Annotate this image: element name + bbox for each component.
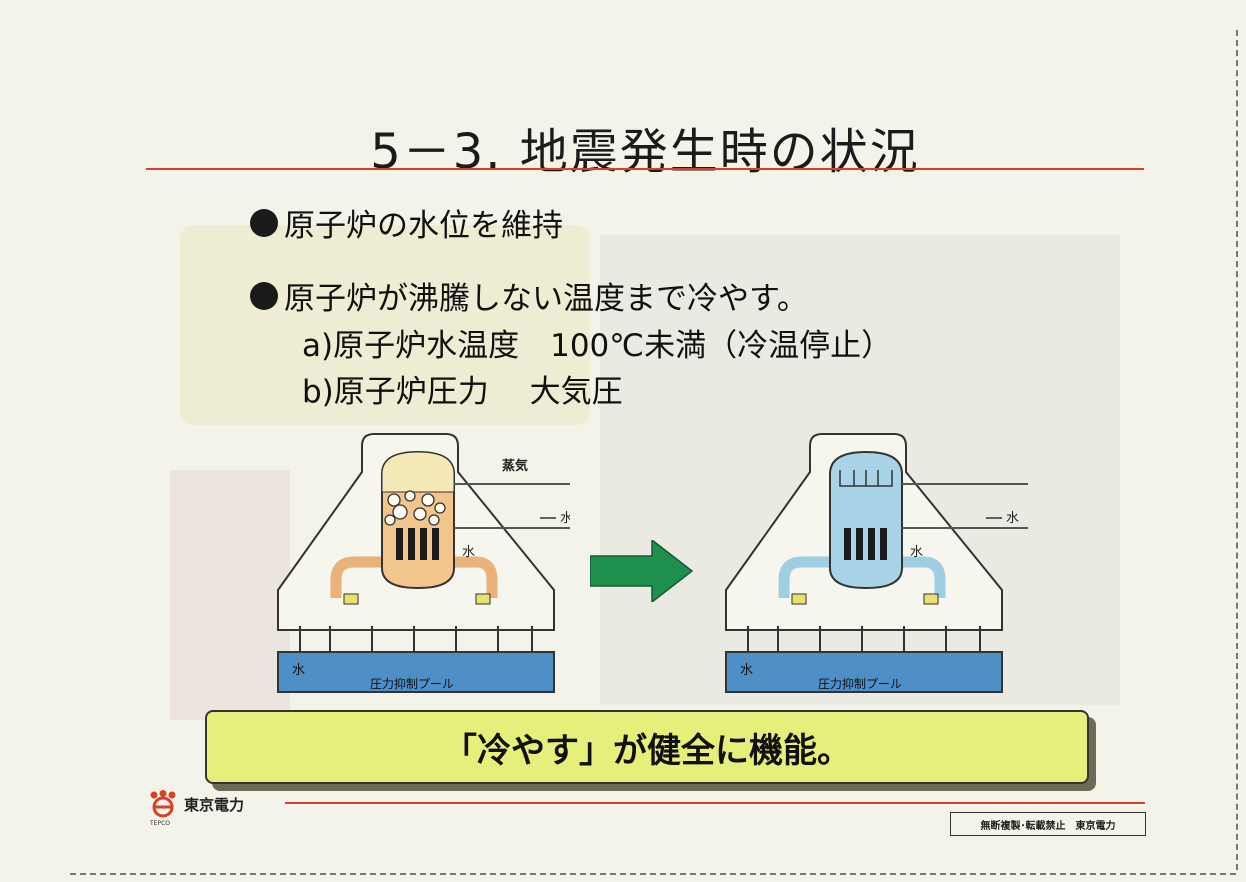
label-pool: 圧力抑制プール — [370, 676, 454, 691]
footer-rule — [285, 802, 1145, 804]
label-pool-water: 水 — [740, 663, 753, 678]
company-logo: 東京電力 — [148, 790, 244, 818]
bullet-text-1: 原子炉の水位を維持 — [284, 208, 563, 244]
sub-item-b: b)原子炉圧力 大気圧 — [302, 374, 623, 410]
label-water-vessel: 水 — [462, 545, 475, 560]
page-title: 5－3. 地震発生時の状況 — [370, 124, 920, 180]
suppression-pool — [277, 651, 555, 693]
bleed-through-shadow — [180, 225, 590, 425]
company-name: 東京電力 — [184, 795, 245, 814]
title-underline — [146, 168, 1144, 170]
steam-bubbles — [384, 490, 446, 526]
reactor-diagram-boiling: 蒸気 水 水 水 圧力抑制プール — [277, 433, 570, 693]
label-water-in: 水 — [560, 511, 570, 526]
label-pool: 圧力抑制プール — [818, 676, 902, 691]
label-water-in: 水 — [1006, 511, 1019, 526]
company-name-en: TEPCO — [150, 820, 170, 827]
copyright-stamp: 無断複製･転載禁止 東京電力 — [950, 812, 1146, 836]
sub-item-a: a)原子炉水温度 100℃未満（冷温停止） — [302, 328, 893, 364]
transition-arrow-icon — [590, 540, 694, 602]
cut-line-right — [1236, 30, 1238, 870]
label-pool-water: 水 — [292, 663, 305, 678]
reactor-diagram-cooled: 水 水 水 圧力抑制プール — [725, 433, 1028, 693]
bleed-through-shadow-3 — [170, 470, 290, 720]
label-water-vessel: 水 — [910, 545, 923, 560]
bullet-item-2: 原子炉が沸騰しない温度まで冷やす。 — [250, 273, 808, 318]
label-steam: 蒸気 — [502, 458, 528, 474]
bullet-item-1: 原子炉の水位を維持 — [250, 200, 563, 245]
tepco-logo-icon — [150, 790, 176, 818]
cut-line-bottom — [70, 873, 1236, 875]
bullet-dot-icon — [250, 281, 278, 310]
bullet-text-2: 原子炉が沸騰しない温度まで冷やす。 — [284, 281, 808, 317]
suppression-pool — [725, 651, 1003, 693]
conclusion-banner: 「冷やす」が健全に機能。 — [205, 710, 1089, 784]
bullet-dot-icon — [250, 208, 278, 237]
